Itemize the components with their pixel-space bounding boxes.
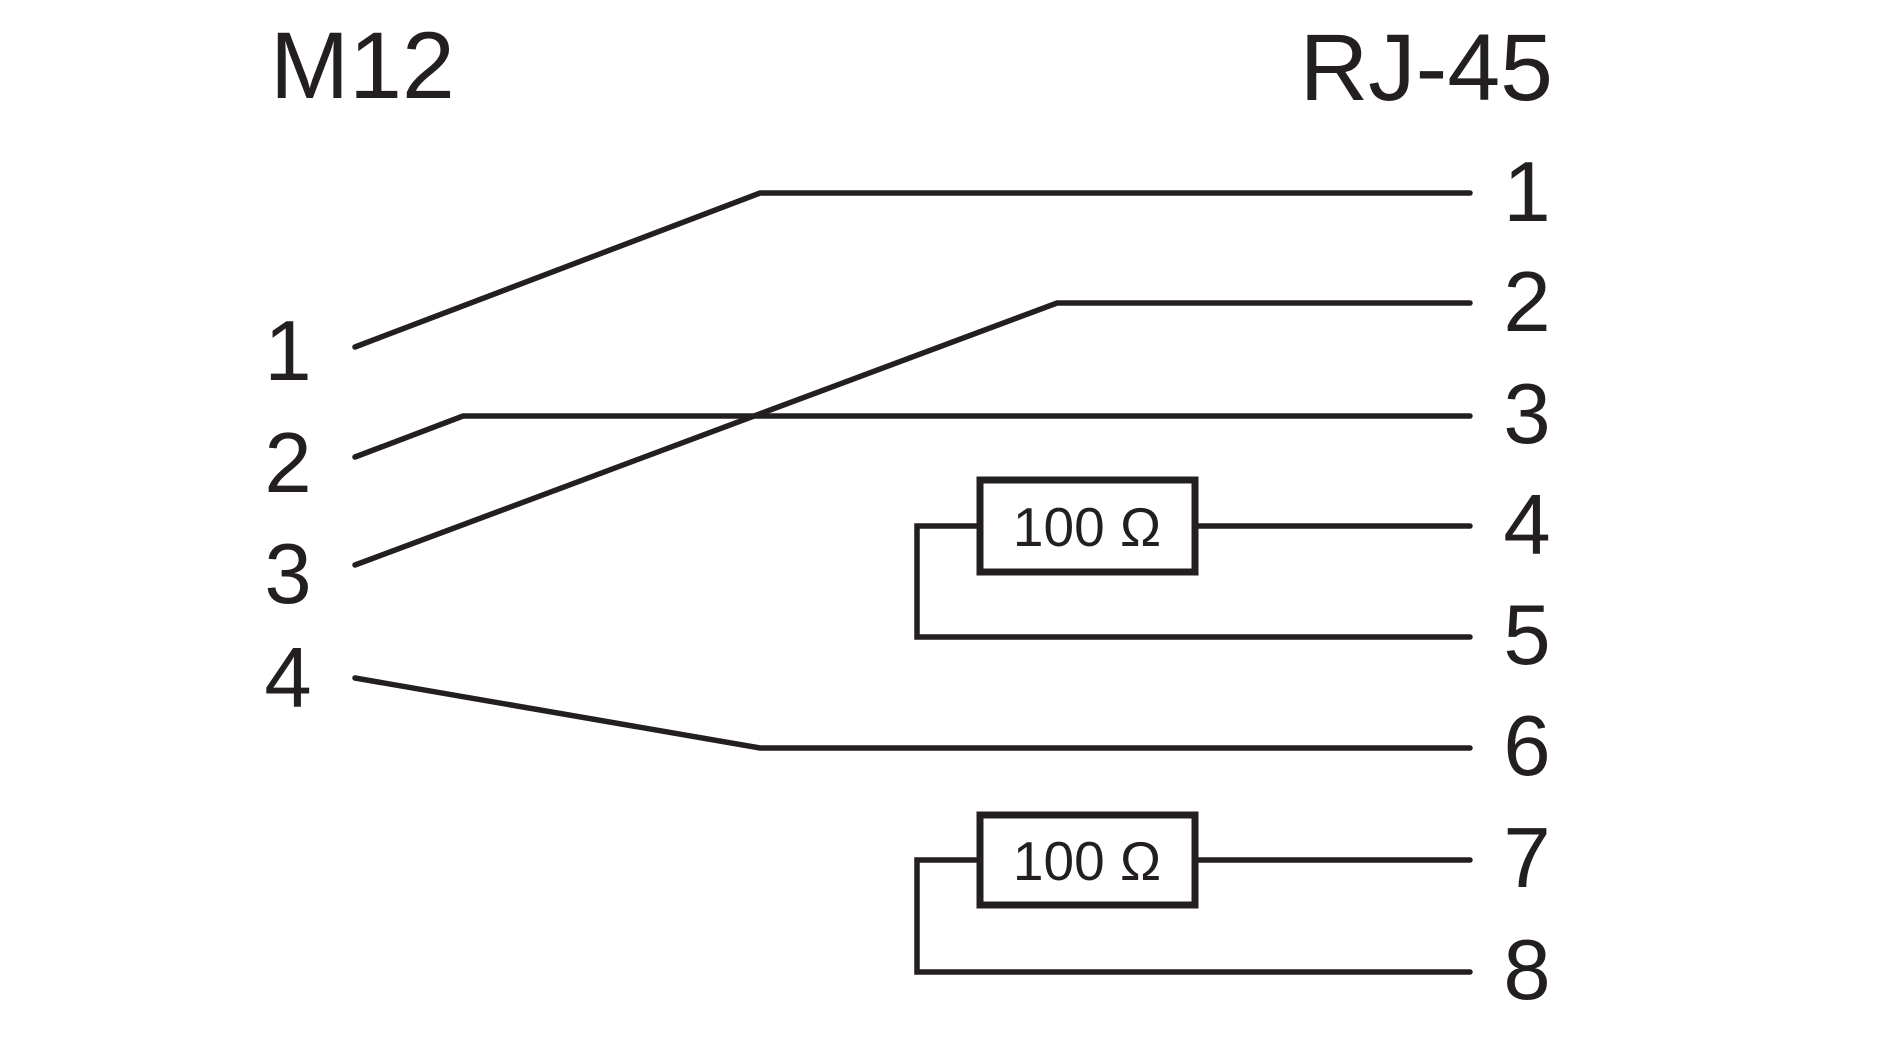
rj45-pin-2-label: 2 bbox=[1503, 255, 1550, 350]
m12-pin-4-label: 4 bbox=[264, 631, 311, 726]
rj45-pin-3-label: 3 bbox=[1503, 367, 1550, 462]
wire-m12-2-to-rj45-3 bbox=[352, 413, 1473, 460]
m12-pin-1-label: 1 bbox=[264, 304, 311, 399]
wire-m12-3-to-rj45-2 bbox=[352, 300, 1473, 568]
wire-m12-1-to-rj45-1 bbox=[352, 190, 1473, 350]
resistor-box-2 bbox=[976, 811, 1199, 909]
rj45-pin-6-label: 6 bbox=[1503, 699, 1550, 794]
m12-pin-3-label: 3 bbox=[264, 527, 311, 622]
rj45-pin-4-label: 4 bbox=[1503, 478, 1550, 573]
rj45-pin-7-label: 7 bbox=[1503, 811, 1550, 906]
left-connector-title: M12 bbox=[270, 13, 455, 119]
rj45-pin-1-label: 1 bbox=[1503, 145, 1550, 240]
resistor-2-value-label: 100 Ω bbox=[1013, 830, 1161, 892]
resistor-1-value-label: 100 Ω bbox=[1013, 496, 1161, 558]
rj45-pin-5-label: 5 bbox=[1503, 588, 1550, 683]
m12-pin-2-label: 2 bbox=[264, 416, 311, 511]
wire-rj45-7-8-loop bbox=[914, 857, 1473, 975]
wire-m12-4-to-rj45-6 bbox=[352, 675, 1473, 751]
wire-rj45-4-5-loop bbox=[914, 523, 1473, 640]
rj45-pin-8-label: 8 bbox=[1503, 923, 1550, 1018]
resistor-box-1 bbox=[976, 476, 1199, 576]
right-connector-title: RJ-45 bbox=[1300, 15, 1553, 121]
